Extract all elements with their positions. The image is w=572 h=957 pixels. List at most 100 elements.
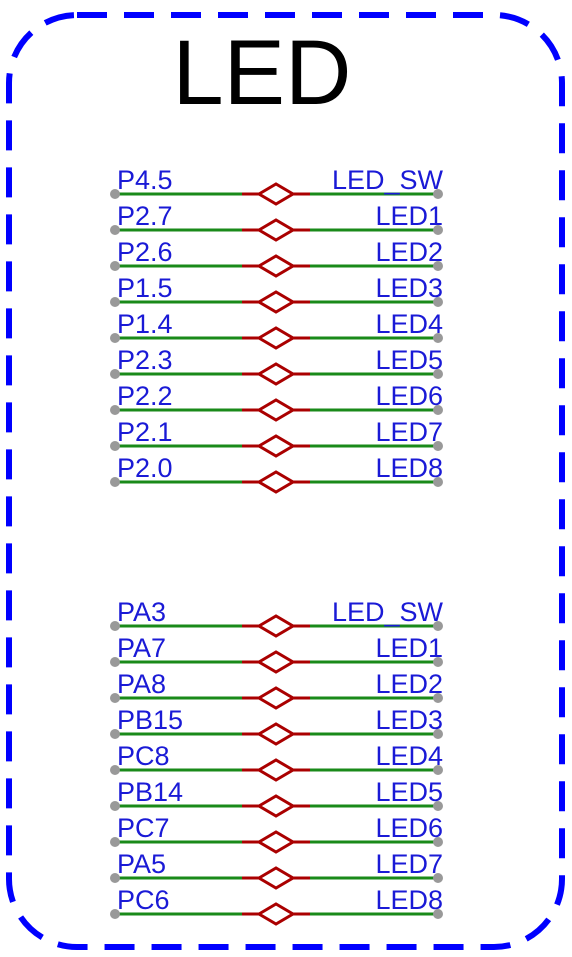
jumper-diamond <box>256 830 296 854</box>
pin-dot-right <box>433 729 443 739</box>
pin-dot-right <box>433 765 443 775</box>
pin-dot-right <box>433 261 443 271</box>
jumper-diamond <box>256 290 296 314</box>
led-label: LED7 <box>375 417 443 447</box>
pin-dot-left <box>110 297 120 307</box>
led-label: LED8 <box>375 885 443 915</box>
pin-dot-left <box>110 369 120 379</box>
pin-dot-left <box>110 873 120 883</box>
led-label: LED3 <box>375 705 443 735</box>
pin-label: P2.2 <box>117 381 173 411</box>
pin-dot-left <box>110 621 120 631</box>
pin-dot-left <box>110 801 120 811</box>
jumper-row: P4.5 LED_SW <box>110 165 444 206</box>
led-label: LED5 <box>375 777 443 807</box>
pin-label: PC6 <box>117 885 170 915</box>
jumper-row: P2.1 LED7 <box>110 417 443 458</box>
led-label: LED8 <box>375 453 443 483</box>
pin-dot-left <box>110 765 120 775</box>
jumper-diamond <box>256 218 296 242</box>
led-label: LED1 <box>375 633 443 663</box>
jumper-row: PA3 LED_SW <box>110 597 444 638</box>
led-label: LED_SW <box>332 597 444 627</box>
pin-label: P2.6 <box>117 237 173 267</box>
pin-dot-left <box>110 657 120 667</box>
pin-label: PB14 <box>117 777 183 807</box>
schematic-title: LED <box>173 22 352 124</box>
pin-dot-left <box>110 441 120 451</box>
jumper-diamond <box>256 902 296 926</box>
pin-dot-right <box>433 477 443 487</box>
pin-label: P2.1 <box>117 417 173 447</box>
jumper-row: P2.0 LED8 <box>110 453 443 494</box>
group-border <box>6 12 565 950</box>
pin-dot-left <box>110 693 120 703</box>
jumper-diamond <box>256 362 296 386</box>
jumper-diamond <box>256 686 296 710</box>
pin-dot-left <box>110 477 120 487</box>
led-label: LED6 <box>375 813 443 843</box>
pin-dot-right <box>433 837 443 847</box>
led-label: LED4 <box>375 309 443 339</box>
pin-label: PA7 <box>117 633 166 663</box>
jumper-row: P1.5 LED3 <box>110 273 443 314</box>
jumper-row: PA8 LED2 <box>110 669 443 710</box>
pin-dot-left <box>110 189 120 199</box>
pin-dot-right <box>433 909 443 919</box>
jumper-row: PC8 LED4 <box>110 741 443 782</box>
jumper-row: PC7 LED6 <box>110 813 443 854</box>
jumper-diamond <box>256 650 296 674</box>
pin-label: PA8 <box>117 669 166 699</box>
jumper-row: PA7 LED1 <box>110 633 443 674</box>
jumper-row: PB15 LED3 <box>110 705 443 746</box>
pin-dot-left <box>110 729 120 739</box>
jumper-row: PC6 LED8 <box>110 885 443 926</box>
led-label: LED3 <box>375 273 443 303</box>
jumper-diamond <box>256 434 296 458</box>
pin-label: P1.5 <box>117 273 173 303</box>
pin-dot-right <box>433 369 443 379</box>
led-label: LED6 <box>375 381 443 411</box>
jumper-diamond <box>256 254 296 278</box>
jumper-row: PA5 LED7 <box>110 849 443 890</box>
jumper-diamond <box>256 398 296 422</box>
pin-dot-left <box>110 261 120 271</box>
pin-label: PC7 <box>117 813 170 843</box>
led-label: LED4 <box>375 741 443 771</box>
pin-dot-right <box>433 801 443 811</box>
jumper-diamond <box>256 470 296 494</box>
pin-label: P2.3 <box>117 345 173 375</box>
pin-dot-left <box>110 333 120 343</box>
pin-dot-right <box>433 297 443 307</box>
jumper-diamond <box>256 326 296 350</box>
pin-dot-right <box>433 693 443 703</box>
pin-dot-right <box>433 405 443 415</box>
jumper-diamond <box>256 758 296 782</box>
pin-dot-right <box>433 189 443 199</box>
jumper-diamond <box>256 614 296 638</box>
led-label: LED1 <box>375 201 443 231</box>
pin-dot-left <box>110 405 120 415</box>
pin-dot-right <box>433 333 443 343</box>
led-label: LED7 <box>375 849 443 879</box>
jumper-diamond <box>256 182 296 206</box>
pin-dot-right <box>433 441 443 451</box>
led-label: LED2 <box>375 669 443 699</box>
led-label: LED_SW <box>332 165 444 195</box>
pin-dot-right <box>433 621 443 631</box>
pin-dot-left <box>110 225 120 235</box>
pin-label: PA5 <box>117 849 166 879</box>
pin-label: P2.0 <box>117 453 173 483</box>
pin-label: PC8 <box>117 741 170 771</box>
pin-label: PB15 <box>117 705 183 735</box>
pin-label: PA3 <box>117 597 166 627</box>
pin-label: P4.5 <box>117 165 173 195</box>
